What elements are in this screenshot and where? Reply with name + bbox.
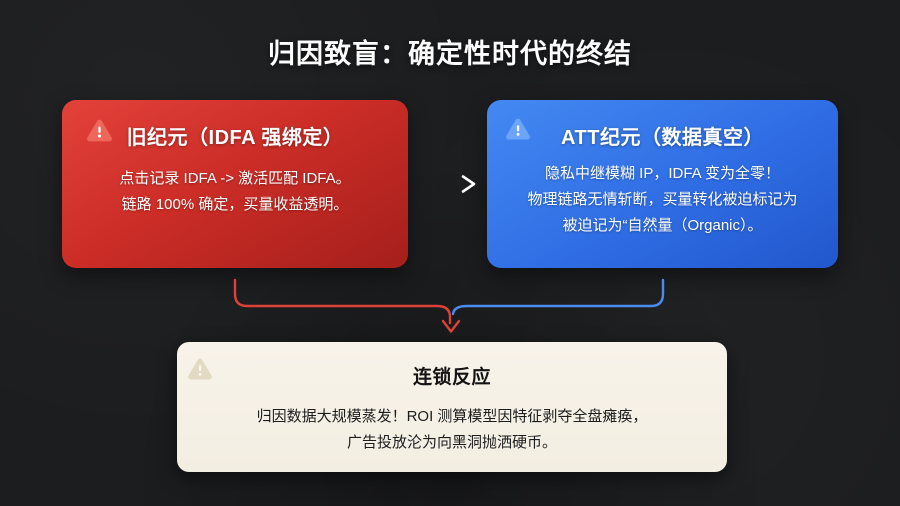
warning-triangle-icon: [505, 117, 532, 142]
old-era-card: 旧纪元（IDFA 强绑定） 点击记录 IDFA -> 激活匹配 IDFA。 链路…: [62, 100, 408, 268]
old-era-body: 点击记录 IDFA -> 激活匹配 IDFA。 链路 100% 确定，买量收益透…: [62, 166, 408, 218]
att-era-line-1: 隐私中继模糊 IP，IDFA 变为全零！: [544, 165, 781, 182]
chain-reaction-line-1: 归因数据大规模蒸发！ROI 测算模型因特征剥夺全盘瘫痪，: [256, 408, 648, 425]
chain-reaction-line-2: 广告投放沦为向黑洞抛洒硬币。: [346, 434, 557, 451]
att-era-title: ATT纪元（数据真空）: [561, 127, 764, 149]
down-arrow-icon: [441, 319, 461, 333]
right-arrow-icon: [420, 175, 476, 193]
page-title: 归因致盲：确定性时代的终结: [268, 39, 632, 69]
old-era-title: 旧纪元（IDFA 强绑定）: [126, 127, 344, 149]
chain-reaction-card: 连锁反应 归因数据大规模蒸发！ROI 测算模型因特征剥夺全盘瘫痪， 广告投放沦为…: [177, 342, 727, 472]
chain-reaction-title: 连锁反应: [412, 367, 491, 388]
att-era-line-3: 被迫记为“自然量（Organic）。: [562, 217, 763, 234]
att-era-branch-line: [451, 278, 665, 316]
old-era-line-2: 链路 100% 确定，买量收益透明。: [121, 196, 349, 213]
old-era-branch-line: [233, 278, 452, 325]
old-era-line-1: 点击记录 IDFA -> 激活匹配 IDFA。: [119, 170, 351, 187]
warning-triangle-icon: [187, 357, 214, 382]
att-era-line-2: 物理链路无情斩断，买量转化被迫标记为: [527, 191, 798, 208]
att-era-body: 隐私中继模糊 IP，IDFA 变为全零！ 物理链路无情斩断，买量转化被迫标记为 …: [487, 161, 838, 239]
att-era-card: ATT纪元（数据真空） 隐私中继模糊 IP，IDFA 变为全零！ 物理链路无情斩…: [487, 100, 838, 268]
warning-triangle-icon: [86, 118, 113, 143]
chain-reaction-body: 归因数据大规模蒸发！ROI 测算模型因特征剥夺全盘瘫痪， 广告投放沦为向黑洞抛洒…: [177, 404, 727, 456]
